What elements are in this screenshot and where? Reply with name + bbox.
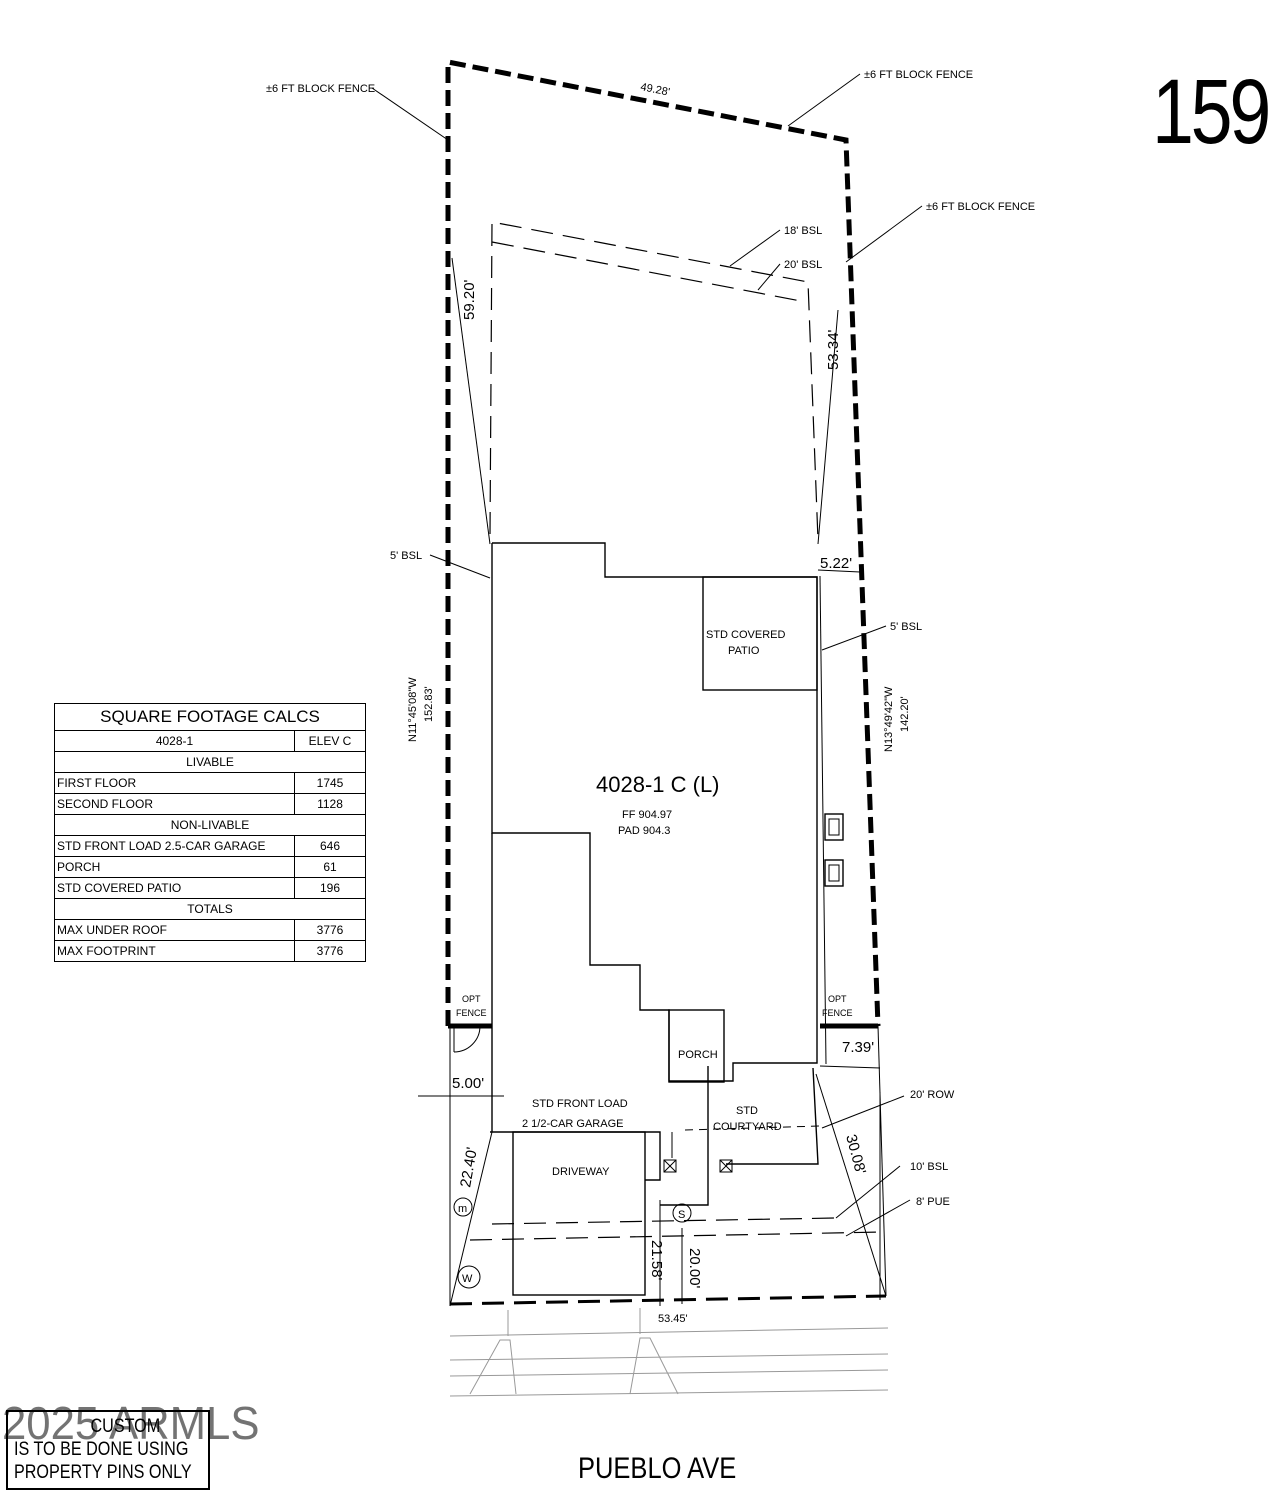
dim-frontage: 53.45' bbox=[658, 1313, 688, 1325]
optional-fences bbox=[448, 1023, 878, 1053]
garage-label-2: 2 1/2-CAR GARAGE bbox=[522, 1118, 623, 1130]
sqft-livable-header: LIVABLE bbox=[54, 751, 366, 773]
sqft-max-footprint-label: MAX FOOTPRINT bbox=[54, 940, 295, 962]
sqft-patio-label: STD COVERED PATIO bbox=[54, 877, 295, 899]
dim-left-lower: 5.00' bbox=[452, 1075, 484, 1092]
dim-drive-b: 20.00' bbox=[686, 1248, 703, 1289]
courtyard-label-1: STD bbox=[736, 1105, 758, 1117]
dim-right-setback: 5.22' bbox=[820, 555, 852, 572]
front-lot-lines bbox=[449, 1073, 887, 1307]
street-name: PUEBLO AVE bbox=[578, 1452, 737, 1485]
bearing-left-1: N11°45'08"W bbox=[407, 677, 419, 742]
sqft-patio-value: 196 bbox=[294, 877, 366, 899]
table-row: STD COVERED PATIO 196 bbox=[54, 877, 366, 899]
sqft-second-floor-value: 1128 bbox=[294, 793, 366, 815]
covered-patio-label-1: STD COVERED bbox=[706, 629, 786, 641]
plan-labels: ±6 FT BLOCK FENCE ±6 FT BLOCK FENCE ±6 F… bbox=[266, 69, 1035, 1325]
model-label: 4028-1 C (L) bbox=[596, 772, 720, 797]
sqft-porch-value: 61 bbox=[294, 856, 366, 878]
bsl-18-label: 18' BSL bbox=[784, 225, 822, 237]
bearing-right-1: N13°49'42"W bbox=[883, 686, 895, 752]
sqft-max-footprint-value: 3776 bbox=[294, 940, 366, 962]
dim-left-upper: 59.20' bbox=[461, 279, 478, 320]
table-row: STD FRONT LOAD 2.5-CAR GARAGE 646 bbox=[54, 835, 366, 857]
sqft-garage-value: 646 bbox=[294, 835, 366, 857]
porch-label: PORCH bbox=[678, 1049, 718, 1061]
lot-number: 159 bbox=[1152, 61, 1271, 163]
notice-line-3: PROPERTY PINS ONLY bbox=[14, 1462, 192, 1483]
sqft-second-floor-label: SECOND FLOOR bbox=[54, 793, 295, 815]
fence-label-nw: ±6 FT BLOCK FENCE bbox=[266, 83, 375, 95]
garage-label-1: STD FRONT LOAD bbox=[532, 1098, 628, 1110]
sqft-plan-col: 4028-1 bbox=[54, 730, 295, 752]
property-boundary bbox=[445, 58, 887, 1306]
sqft-title: SQUARE FOOTAGE CALCS bbox=[54, 703, 366, 731]
table-row: PORCH 61 bbox=[54, 856, 366, 878]
fence-label-ne: ±6 FT BLOCK FENCE bbox=[864, 69, 973, 81]
row-20-label: 20' ROW bbox=[910, 1089, 955, 1101]
sqft-garage-label: STD FRONT LOAD 2.5-CAR GARAGE bbox=[54, 835, 295, 857]
sqft-porch-label: PORCH bbox=[54, 856, 295, 878]
covered-patio-label-2: PATIO bbox=[728, 645, 760, 657]
opt-fence-left-2: FENCE bbox=[456, 1008, 487, 1018]
dim-right-upper: 53.34' bbox=[825, 329, 842, 370]
notice-line-2: IS TO BE DONE USING bbox=[14, 1439, 189, 1460]
sewer-marker bbox=[672, 1203, 692, 1223]
pue-8-label: 8' PUE bbox=[916, 1196, 950, 1208]
sqft-first-floor-label: FIRST FLOOR bbox=[54, 772, 295, 794]
notice-line-1: CUSTOM bbox=[90, 1416, 161, 1437]
sqft-first-floor-value: 1745 bbox=[294, 772, 366, 794]
table-row: MAX UNDER ROOF 3776 bbox=[54, 919, 366, 941]
bsl-10-label: 10' BSL bbox=[910, 1161, 948, 1173]
meter-marker bbox=[453, 1197, 473, 1217]
sqft-elev-col: ELEV C bbox=[294, 730, 366, 752]
dim-drive-a: 21.58' bbox=[648, 1240, 665, 1281]
sqft-totals-header: TOTALS bbox=[54, 898, 366, 920]
water-marker bbox=[457, 1265, 481, 1289]
fence-label-e: ±6 FT BLOCK FENCE bbox=[926, 201, 1035, 213]
table-row: SECOND FLOOR 1128 bbox=[54, 793, 366, 815]
house-footprint bbox=[490, 542, 844, 1296]
bsl-5-left-label: 5' BSL bbox=[390, 550, 422, 562]
dim-top: 49.28' bbox=[639, 81, 670, 98]
courtyard-label-2: COURTYARD bbox=[713, 1121, 782, 1133]
water-label: W bbox=[462, 1273, 473, 1285]
sqft-nonlivable-header: NON-LIVABLE bbox=[54, 814, 366, 836]
table-row: FIRST FLOOR 1745 bbox=[54, 772, 366, 794]
square-footage-table: SQUARE FOOTAGE CALCS 4028-1 ELEV C LIVAB… bbox=[54, 703, 366, 962]
watermark: 2025 ARMLS bbox=[2, 1397, 260, 1449]
ff-label: FF 904.97 bbox=[622, 809, 672, 821]
sqft-max-roof-value: 3776 bbox=[294, 919, 366, 941]
meter-label: m bbox=[458, 1203, 467, 1215]
sqft-max-roof-label: MAX UNDER ROOF bbox=[54, 919, 295, 941]
driveway-label: DRIVEWAY bbox=[552, 1166, 610, 1178]
bsl-5-right-label: 5' BSL bbox=[890, 621, 922, 633]
utility-markers: m S W bbox=[453, 1197, 692, 1289]
dimension-lines bbox=[371, 73, 923, 1306]
sewer-label: S bbox=[678, 1209, 685, 1221]
dim-right-lower: 7.39' bbox=[842, 1039, 874, 1056]
street-lines bbox=[449, 1308, 889, 1397]
bearing-right-2: 142.20' bbox=[899, 696, 911, 732]
bearing-left-2: 152.83' bbox=[423, 686, 435, 722]
bsl-20-label: 20' BSL bbox=[784, 259, 822, 271]
notice-box: CUSTOM IS TO BE DONE USING PROPERTY PINS… bbox=[6, 1410, 210, 1490]
opt-fence-left-1: OPT bbox=[462, 994, 481, 1004]
setback-lines bbox=[469, 221, 883, 1241]
dim-left-front: 22.40' bbox=[457, 1146, 481, 1189]
pad-label: PAD 904.3 bbox=[618, 825, 670, 837]
table-row: MAX FOOTPRINT 3776 bbox=[54, 940, 366, 962]
opt-fence-right-2: FENCE bbox=[822, 1008, 853, 1018]
opt-fence-right-1: OPT bbox=[828, 994, 847, 1004]
